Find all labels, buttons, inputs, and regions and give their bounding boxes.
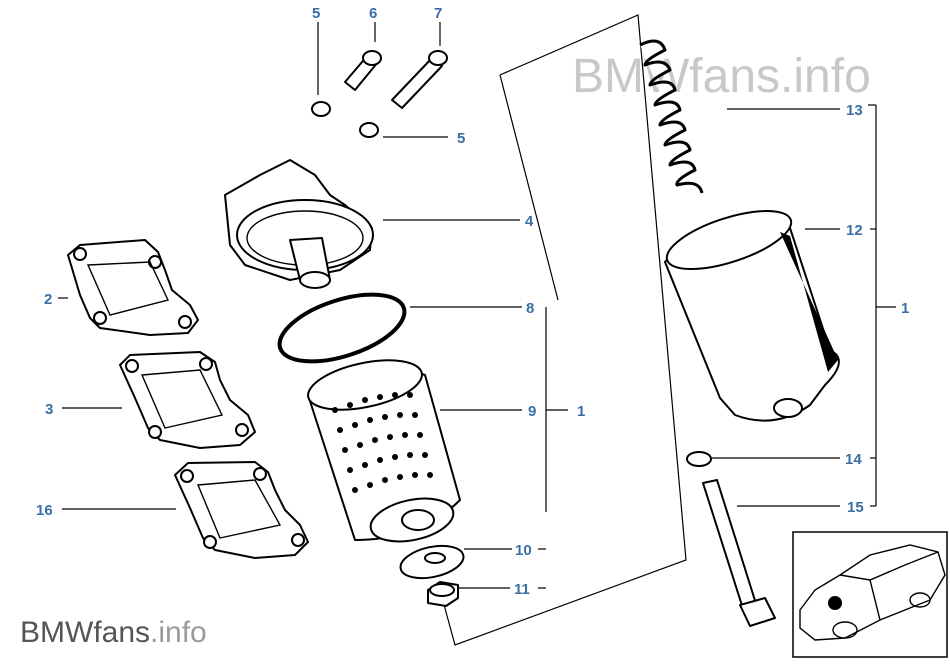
spring	[639, 39, 704, 194]
label-5-top: 5	[312, 5, 320, 22]
car-location-inset	[792, 531, 948, 658]
o-ring	[277, 292, 407, 364]
label-3: 3	[45, 401, 53, 418]
label-6: 6	[369, 5, 377, 22]
nut	[427, 581, 459, 607]
filter-cover	[664, 209, 840, 422]
label-11: 11	[514, 581, 530, 598]
washer-top	[311, 101, 331, 117]
label-1-mid: 1	[577, 403, 585, 420]
label-4: 4	[525, 213, 534, 230]
center-bolt	[702, 479, 776, 627]
bolt-short	[344, 50, 382, 91]
watermark-bottom: BMWfans.info	[20, 616, 207, 649]
label-7: 7	[434, 5, 442, 22]
gasket-16	[174, 461, 309, 559]
gasket-2	[67, 239, 199, 336]
label-10: 10	[515, 542, 532, 559]
label-13: 13	[846, 102, 863, 119]
label-9: 9	[528, 403, 536, 420]
label-14: 14	[845, 451, 862, 468]
filter-head	[224, 159, 374, 289]
label-2: 2	[44, 291, 52, 308]
watermark-top: BMWfans.info	[572, 50, 871, 103]
label-15: 15	[847, 499, 864, 516]
seal-washer	[399, 544, 465, 580]
label-5-mid: 5	[457, 130, 465, 147]
gasket-3	[119, 351, 256, 449]
bolt-long	[391, 50, 448, 109]
label-1-right: 1	[901, 300, 909, 317]
label-16: 16	[36, 502, 53, 519]
label-8: 8	[526, 300, 534, 317]
leader-lines	[58, 22, 896, 589]
small-washer	[686, 451, 712, 467]
location-marker	[828, 596, 842, 610]
label-12: 12	[846, 222, 863, 239]
filter-element	[307, 359, 461, 543]
washer-mid	[359, 122, 379, 138]
assembly-boundary	[439, 14, 687, 646]
